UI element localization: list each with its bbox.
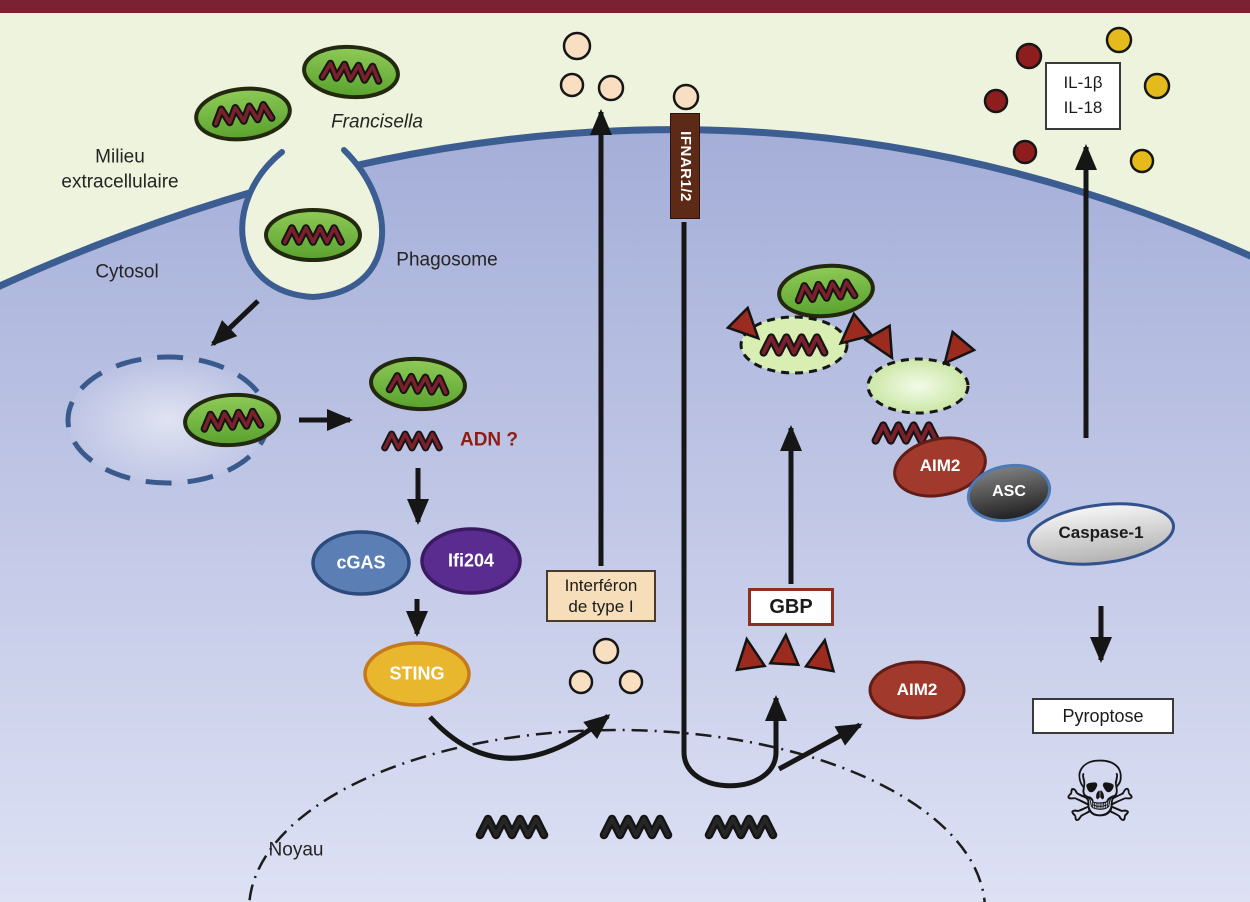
ifi204-label: Ifi204 [447, 550, 495, 571]
interferon-molecule [562, 31, 592, 61]
top-border-bar [0, 0, 1250, 13]
caspase1-label: Caspase-1 [1058, 523, 1144, 542]
phagosome-label: Phagosome [396, 249, 498, 271]
ifnar-receptor-box: IFNAR1/2 [670, 113, 700, 219]
il1b-molecule [983, 88, 1009, 114]
arrow-nucleus-to-interferon [428, 714, 611, 761]
arrow-to-aim2 [777, 722, 863, 772]
interferon-box-line1: Interféron [564, 575, 638, 595]
il18-label: IL-18 [1063, 98, 1103, 117]
interferon-molecule [618, 669, 644, 695]
il18-molecule [1129, 148, 1155, 174]
cgas-label: cGAS [336, 552, 386, 573]
skull-crossbones-icon: ☠ [1062, 745, 1138, 839]
il18-molecules [1105, 26, 1171, 174]
bacterium-damaged [739, 315, 849, 375]
interferon-molecule [597, 74, 625, 102]
bacterium-lysed [866, 357, 970, 415]
aim2-lower-node [868, 660, 966, 720]
asc-label: ASC [992, 483, 1026, 500]
pyroptose-label: Pyroptose [1062, 705, 1144, 726]
il1b-molecule [1012, 139, 1038, 165]
noyau-label: Noyau [268, 839, 324, 861]
cytosol-label: Cytosol [95, 261, 159, 283]
il18-molecule [1143, 72, 1171, 100]
extracellular-label-line1: Milieu [95, 146, 145, 168]
sting-node [363, 641, 471, 707]
pyroptose-box: Pyroptose [1032, 698, 1174, 734]
arrow-phagosome-to-vacuole [210, 299, 260, 347]
il1b-molecule [1015, 42, 1043, 70]
gbp-label: GBP [769, 595, 813, 618]
bacterium-in-phagosome [266, 210, 360, 260]
sting-label: STING [389, 663, 445, 684]
aim2-upper-label: AIM2 [919, 456, 961, 475]
arrow-ifnar-signaling [681, 222, 787, 789]
il1b-molecules [983, 42, 1043, 165]
il1b-label: IL-1β [1063, 73, 1103, 93]
aim2-upper-node [893, 436, 987, 498]
il-cytokine-box: IL-1β IL-18 [1045, 62, 1121, 130]
asc-node [966, 463, 1052, 523]
extracellular-label-line2: extracellulaire [61, 171, 179, 192]
interferon-molecule [559, 72, 585, 98]
interferon-molecule [568, 669, 594, 695]
il18-molecule [1105, 26, 1133, 54]
francisella-label: Francisella [331, 111, 423, 133]
arrow-layer [210, 109, 1112, 789]
adn-label: ADN ? [459, 429, 519, 451]
gbp-box: GBP [748, 588, 834, 626]
ifi204-node [420, 527, 522, 595]
ifnar-label: IFNAR1/2 [676, 130, 694, 202]
interferon-box-line2: de type I [568, 597, 634, 616]
interferon-molecule [672, 83, 700, 111]
interferon-molecule [592, 637, 620, 665]
cgas-node [311, 530, 411, 596]
caspase1-node [1026, 502, 1176, 566]
aim2-lower-label: AIM2 [896, 680, 938, 699]
interferon-box: Interféron de type I [546, 570, 656, 622]
extracellular-label: Milieu extracellulaire [61, 145, 178, 194]
interferon-molecules [559, 31, 700, 695]
